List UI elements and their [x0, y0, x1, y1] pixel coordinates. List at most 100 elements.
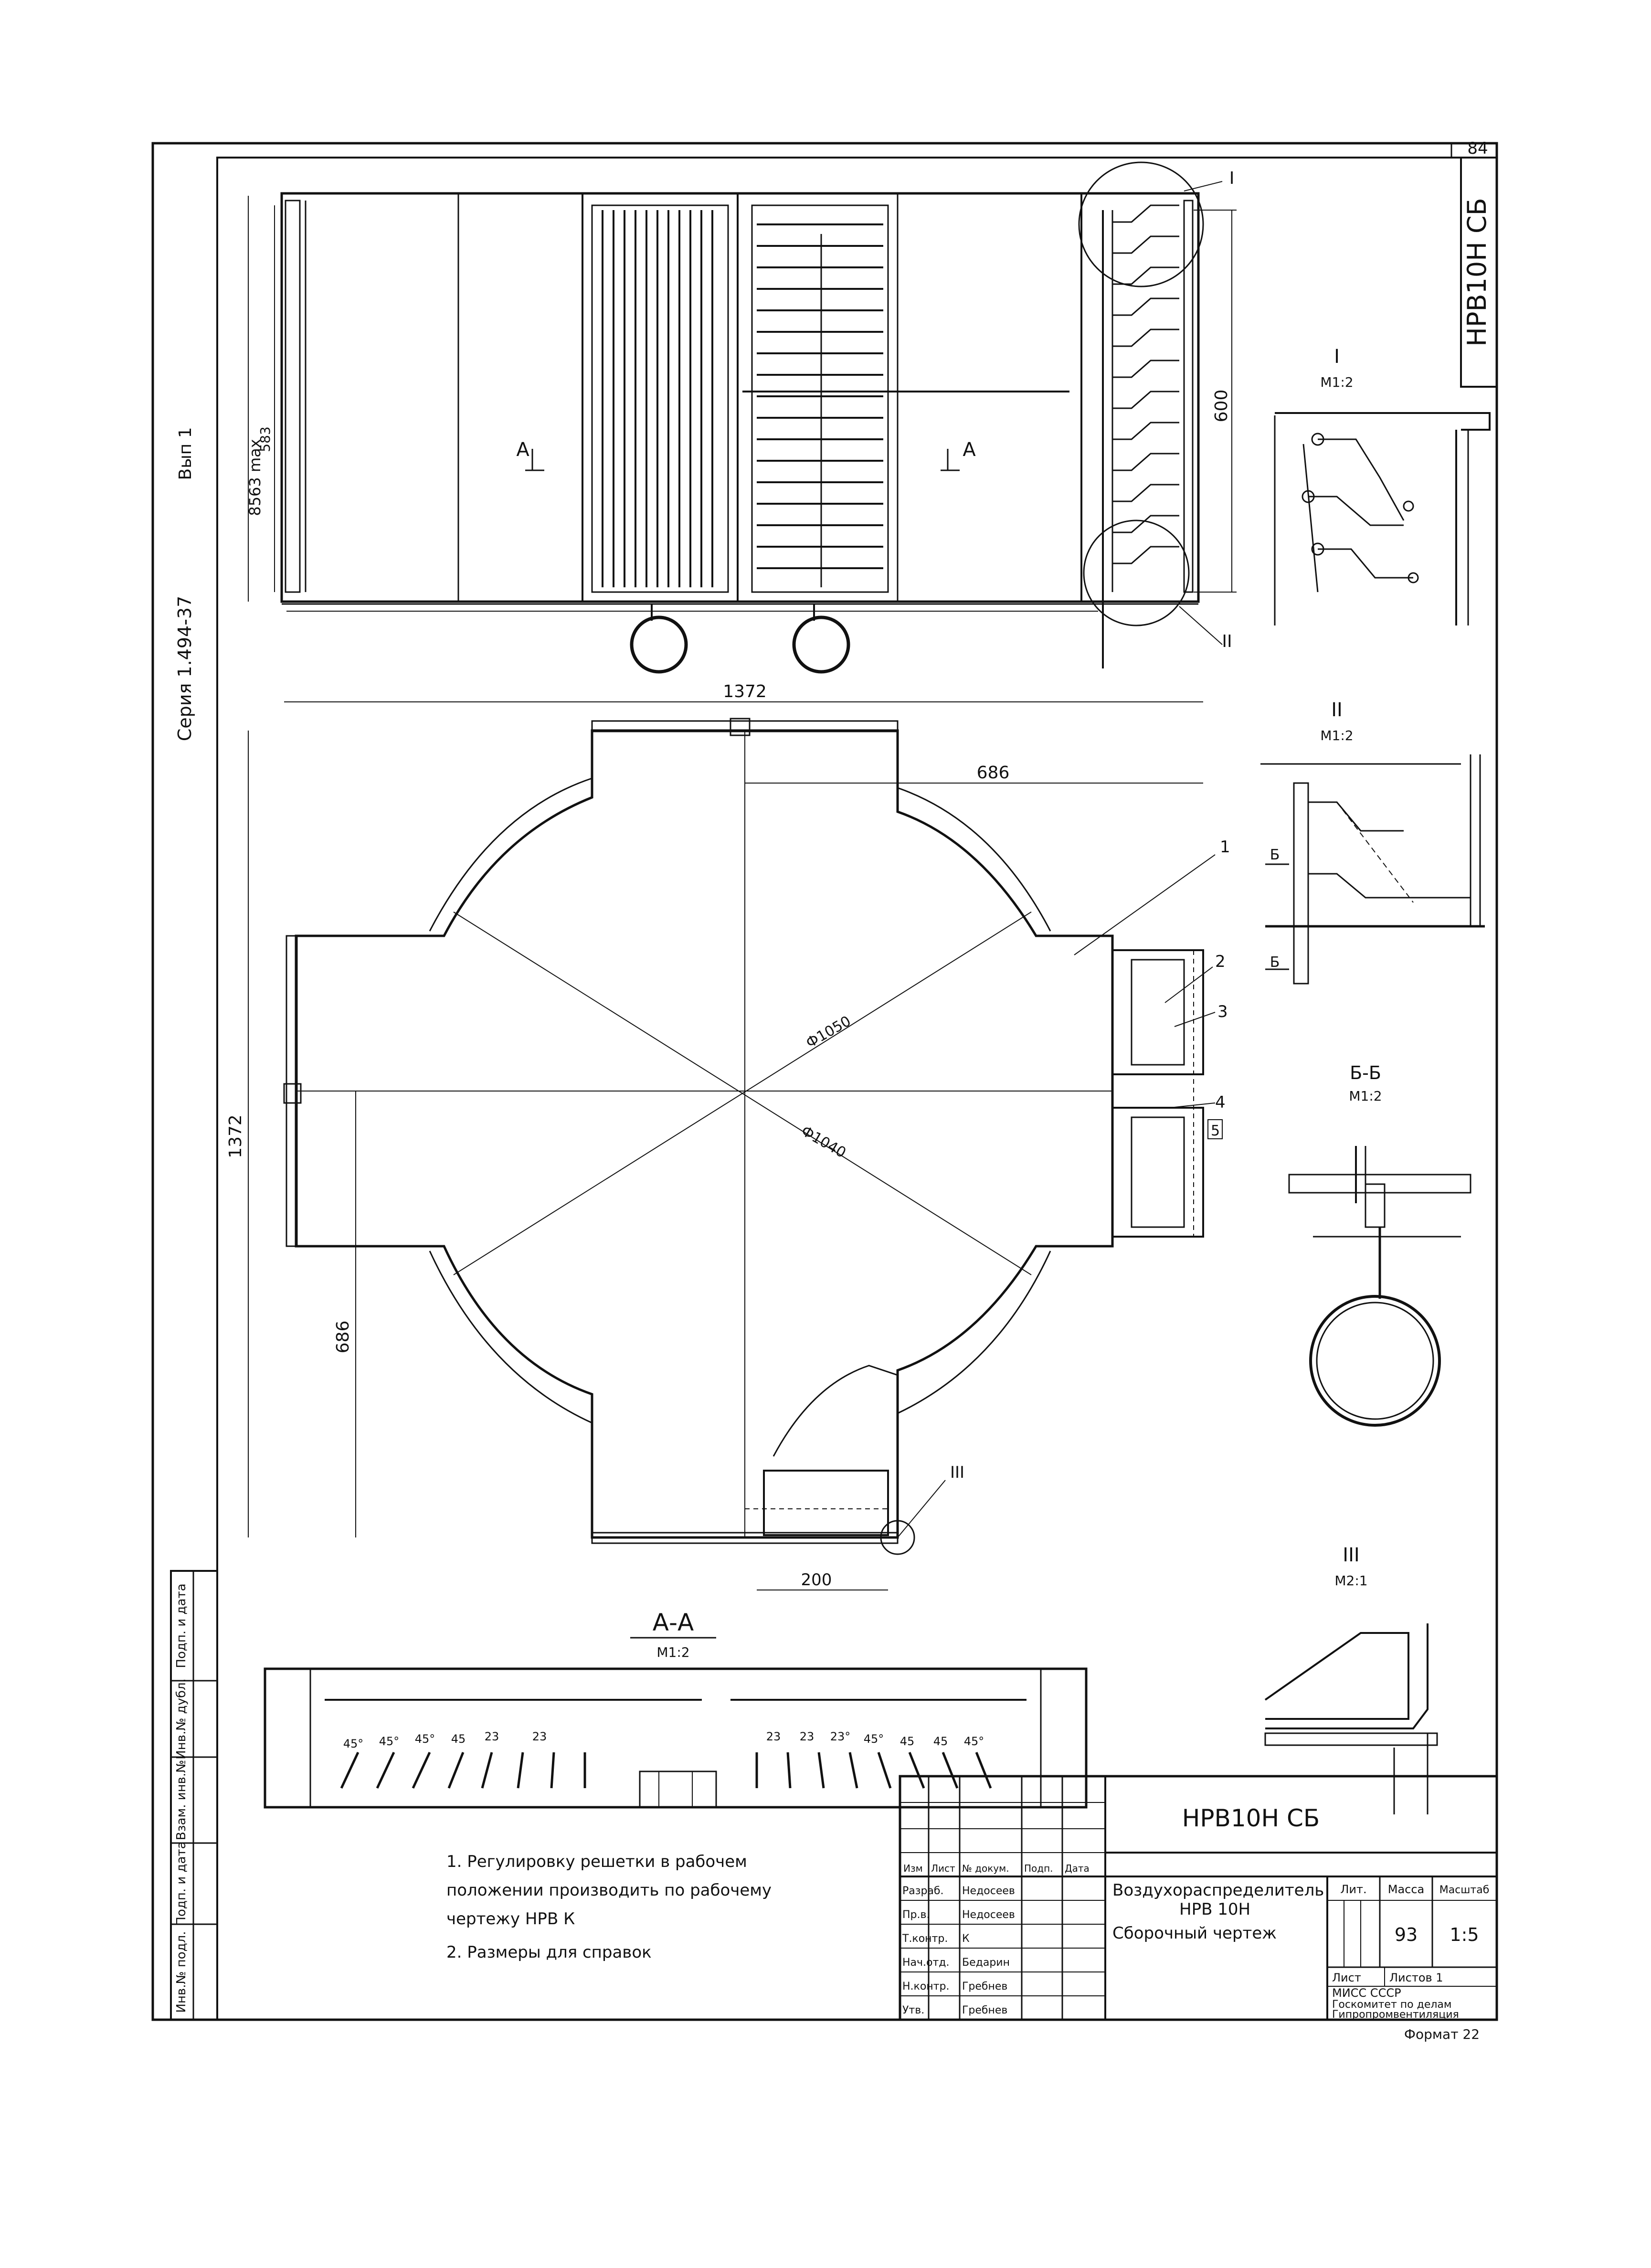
horizontal-louvers: [757, 223, 883, 569]
detail-BB-scale: М1:2: [1349, 1088, 1382, 1104]
corner-code: НРВ10Н СБ: [1462, 198, 1492, 346]
tb-sheet: Лист: [1332, 1971, 1361, 1984]
damper-blades: [1112, 204, 1179, 564]
stamp-podp-data-1: Подп. и дата: [174, 1841, 189, 1926]
title-block: [899, 1775, 1498, 2021]
tb-name-role-3: К: [962, 1933, 970, 1945]
tb-role-6: Утв.: [902, 2004, 924, 2016]
section-AA: [264, 1637, 1088, 1809]
callout-I-label: I: [1229, 169, 1235, 188]
section-AA-title: А-А: [653, 1609, 694, 1636]
dim-plan-left: 1372: [226, 1114, 245, 1158]
tb-col-list: Лист: [931, 1863, 955, 1874]
angle-right-5: 45: [900, 1735, 915, 1748]
tb-role-5: Н.контр.: [902, 1981, 949, 1992]
dim-diam-1050: Ф1050: [803, 1013, 854, 1051]
tb-role-4: Нач.отд.: [902, 1957, 950, 1969]
angle-left-1: 45°: [343, 1737, 364, 1750]
mount-ring-2: [792, 615, 850, 674]
leader-2: 2: [1215, 952, 1226, 971]
callout-III-label: III: [950, 1463, 964, 1482]
detail-III-title: III: [1343, 1544, 1359, 1566]
notes: 1. Регулировку решетки в рабочем положен…: [446, 1852, 772, 1962]
note-line-2: положении производить по рабочему: [446, 1881, 772, 1900]
tb-scale: 1:5: [1450, 1924, 1479, 1945]
tb-lit-header: Лит.: [1340, 1883, 1366, 1896]
detail-I-title: I: [1334, 346, 1340, 368]
angle-right-3: 23°: [830, 1730, 851, 1743]
angle-left-3: 45°: [415, 1732, 435, 1746]
callout-II-label: II: [1222, 632, 1232, 651]
vertical-louvers: [602, 210, 713, 587]
detail-III: [1264, 1623, 1438, 1814]
leader-3: 3: [1217, 1002, 1228, 1021]
dim-plan-top: 1372: [723, 682, 767, 701]
tb-org-3: Гипропромвентиляция: [1332, 2009, 1459, 2021]
detail-II: [1260, 754, 1485, 985]
tb-role-1: Разраб.: [902, 1885, 943, 1897]
detail-BB-title: Б-Б: [1350, 1062, 1381, 1083]
stamp-inv-podl: Инв.№ подл.: [174, 1931, 189, 2013]
detail-circle-II: [1083, 519, 1190, 626]
section-AA-scale: М1:2: [656, 1644, 689, 1660]
detail-circle-III: [880, 1520, 915, 1555]
note-line-4: 2. Размеры для справок: [446, 1943, 652, 1962]
section-mark-a-right: A: [963, 439, 976, 461]
tb-name-2: НРВ 10Н: [1179, 1900, 1250, 1919]
issue-label: Вып 1: [176, 427, 195, 480]
angle-right-2: 23: [800, 1730, 815, 1743]
tb-scale-header: Масштаб: [1439, 1884, 1490, 1896]
detail-III-scale: М2:1: [1334, 1573, 1367, 1589]
tb-sheets: Листов 1: [1389, 1971, 1443, 1984]
angle-left-2: 45°: [379, 1735, 400, 1748]
dim-plan-686-left: 686: [333, 1321, 353, 1354]
stamp-vzam-inv: Взам. инв.№: [174, 1760, 189, 1840]
stamp-podp-data-2: Подп. и дата: [174, 1583, 189, 1668]
side-stamp: Инв.№ подл. Подп. и дата Взам. инв.№ Инв…: [170, 1570, 218, 2021]
angle-right-4: 45°: [864, 1732, 884, 1746]
dim-diam-1040: Ф1040: [798, 1123, 849, 1161]
leader-4: 4: [1215, 1093, 1226, 1112]
tb-mass-header: Масса: [1388, 1883, 1425, 1896]
section-blades-left: [340, 1751, 586, 1789]
tb-name-role-2: Недосеев: [962, 1909, 1015, 1921]
plan-view: [248, 701, 1223, 1590]
dim-200: 200: [801, 1570, 832, 1590]
tb-name-3: Сборочный чертеж: [1112, 1924, 1277, 1943]
leader-1: 1: [1220, 837, 1230, 857]
section-blades-right: [755, 1752, 992, 1789]
tb-col-podp: Подп.: [1024, 1863, 1053, 1874]
tb-name-role-4: Бедарин: [962, 1957, 1010, 1969]
mount-ring-1: [630, 615, 688, 674]
tb-name-role-6: Гребнев: [962, 2004, 1007, 2016]
sheet-frame: [151, 142, 1498, 2021]
detail-II-scale: М1:2: [1320, 728, 1353, 743]
detail-BB: [1288, 1146, 1471, 1427]
tb-name-1: Воздухораспределитель: [1112, 1881, 1324, 1900]
stamp-inv-dubl: Инв.№ дубл.: [174, 1678, 189, 1759]
tb-name-role-5: Гребнев: [962, 1981, 1007, 1992]
note-line-3: чертежу НРВ К: [446, 1909, 575, 1929]
tb-col-doc: № докум.: [962, 1863, 1009, 1874]
leader-5: 5: [1211, 1123, 1220, 1139]
front-view: [248, 161, 1237, 674]
detail-II-label-b2: Б: [1270, 954, 1280, 971]
tb-col-izm: Изм: [903, 1863, 923, 1874]
tb-mass: 93: [1395, 1924, 1418, 1945]
tb-col-date: Дата: [1065, 1863, 1090, 1874]
detail-II-title: II: [1331, 699, 1343, 721]
tb-org-2: Госкомитет по делам: [1332, 1999, 1452, 2011]
tb-role-3: Т.контр.: [902, 1933, 948, 1945]
angle-right-7: 45°: [964, 1735, 984, 1748]
detail-I: [1274, 412, 1491, 625]
detail-I-scale: М1:2: [1320, 374, 1353, 390]
series-label: Серия 1.494-37: [174, 596, 195, 742]
tb-role-2: Пр.в.: [902, 1909, 930, 1921]
dim-600: 600: [1212, 390, 1231, 423]
angle-right-6: 45: [933, 1735, 948, 1748]
detail-circle-I: [1078, 161, 1204, 287]
sheet-number: 84: [1467, 139, 1488, 158]
tb-org-1: МИСС СССР: [1332, 1986, 1401, 2000]
angle-left-4: 45: [451, 1732, 466, 1746]
angle-left-5: 23: [485, 1730, 499, 1743]
